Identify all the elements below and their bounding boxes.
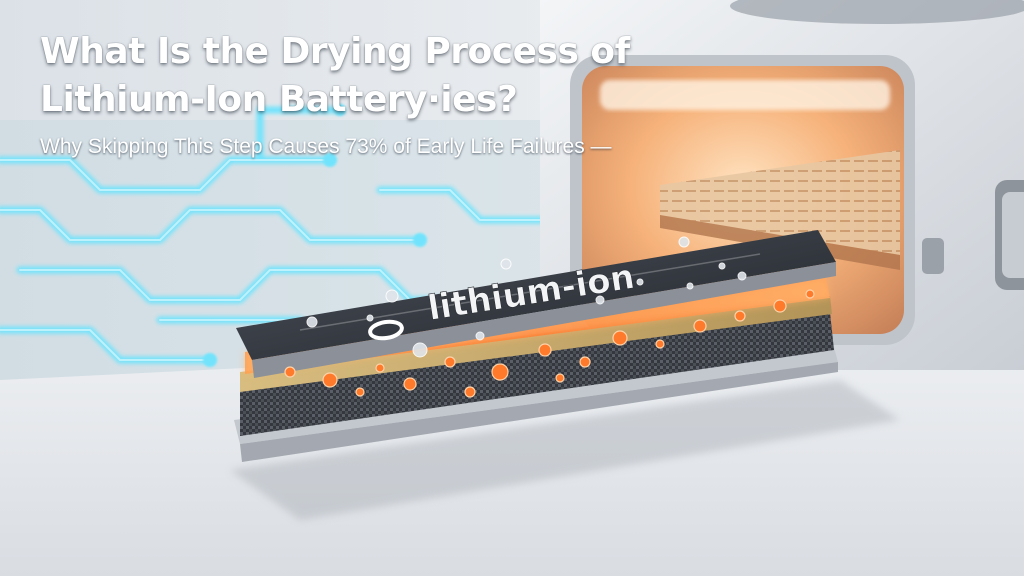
title-line-2: Lithium-Ion Battery·ies? bbox=[40, 79, 518, 120]
headline-block: What Is the Drying Process of Lithium-Io… bbox=[40, 28, 680, 160]
title-line-1: What Is the Drying Process of bbox=[40, 31, 630, 72]
battery-cell-illustration bbox=[230, 230, 900, 520]
subtitle: Why Skipping This Step Causes 73% of Ear… bbox=[40, 135, 612, 158]
heat-bubbles-illustration bbox=[284, 289, 815, 398]
battery-logo-circle bbox=[368, 319, 404, 341]
page-title: What Is the Drying Process of Lithium-Io… bbox=[40, 28, 680, 124]
droplets-illustration bbox=[306, 236, 747, 358]
